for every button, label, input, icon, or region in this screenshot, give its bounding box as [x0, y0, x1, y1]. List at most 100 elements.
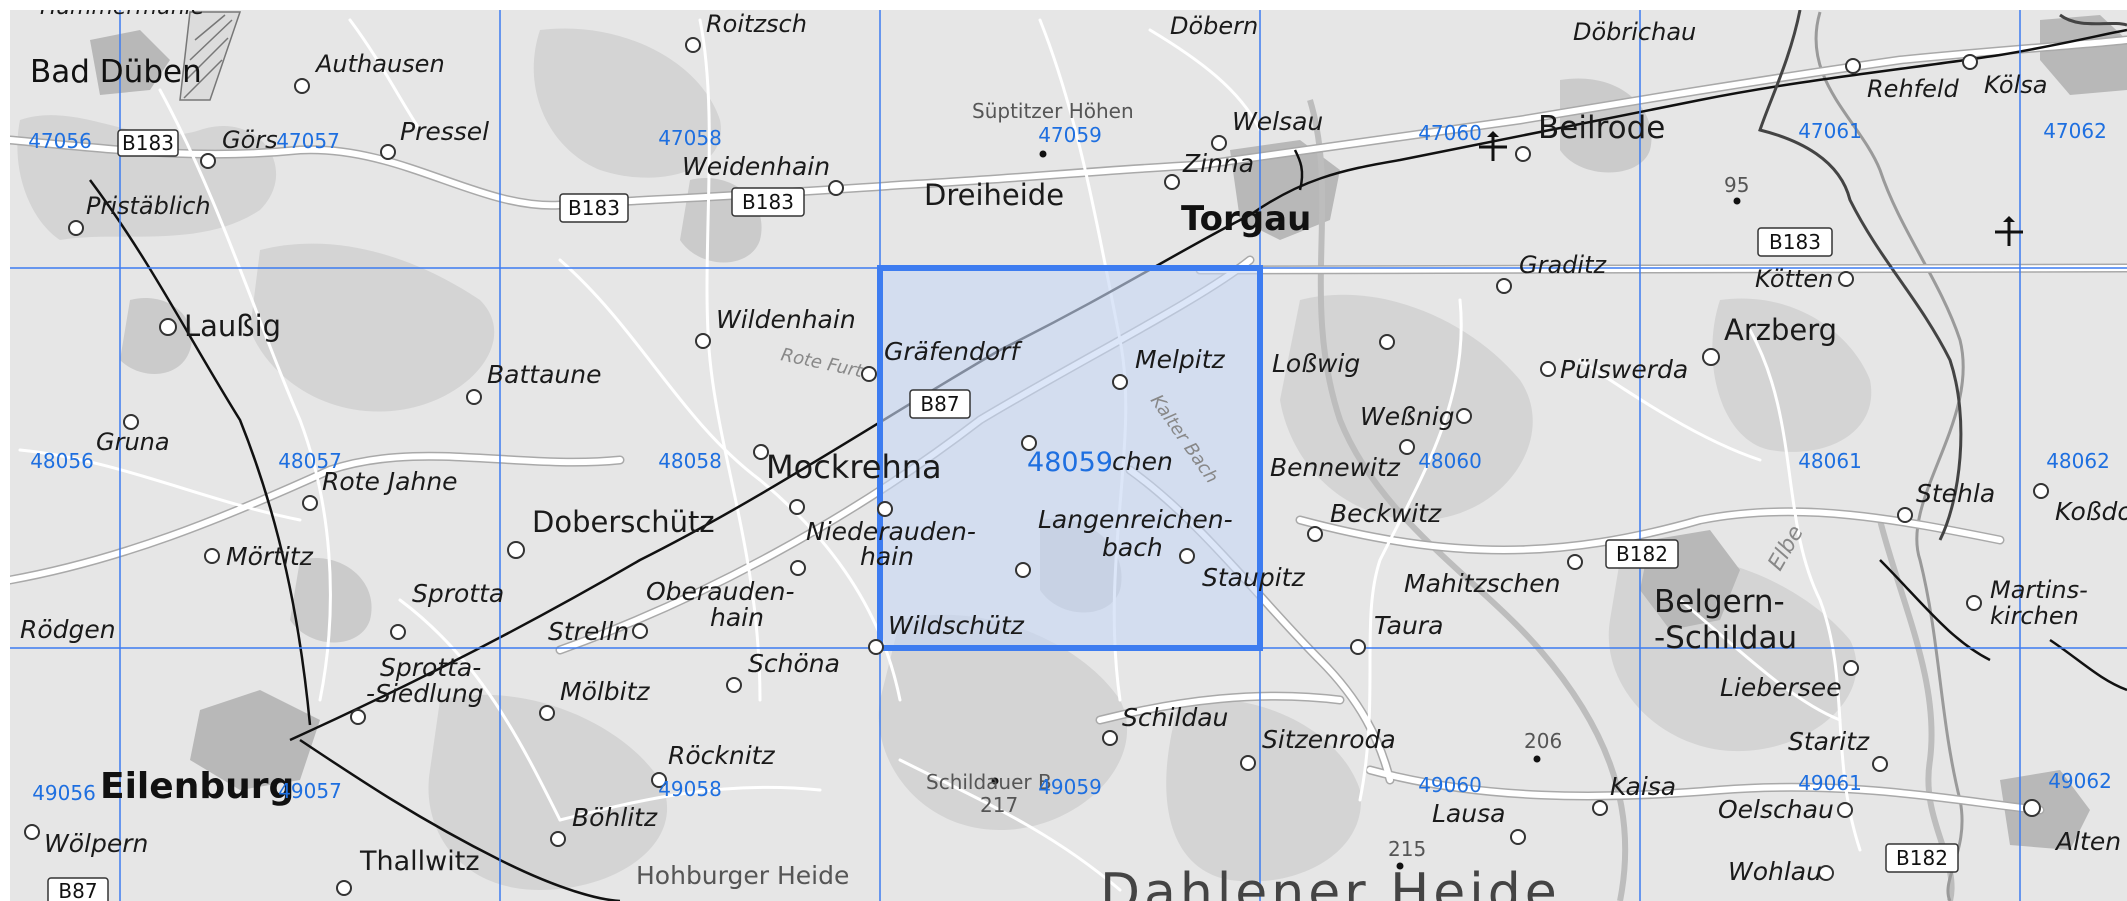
svg-text:-Schildau: -Schildau	[1654, 620, 1797, 656]
grid-label: 49061	[1798, 771, 1862, 795]
grid-label: 49062	[2048, 769, 2112, 793]
selected-grid-cell[interactable]	[877, 265, 1263, 651]
svg-text:Staritz: Staritz	[1788, 727, 1870, 756]
road-shield-b182: B182	[1885, 843, 1959, 873]
road-shields: B183 B183 B183 B183 B87 B87 B182 B182	[47, 129, 1959, 901]
svg-text:Kölsa: Kölsa	[1984, 71, 2047, 99]
svg-text:Thallwitz: Thallwitz	[359, 846, 480, 877]
svg-text:215: 215	[1388, 837, 1426, 861]
svg-text:Pristäblich: Pristäblich	[86, 192, 211, 220]
grid-label: 48060	[1418, 449, 1482, 473]
svg-text:Koßdo: Koßdo	[2055, 497, 2127, 526]
grid-label: 47057	[276, 129, 340, 153]
svg-text:206: 206	[1524, 729, 1562, 753]
svg-text:Mörtitz: Mörtitz	[226, 542, 314, 571]
svg-text:B183: B183	[568, 196, 620, 220]
grid-label: 48057	[278, 449, 342, 473]
map-frame-top	[0, 0, 2127, 10]
svg-text:bach: bach	[1102, 533, 1163, 562]
svg-text:Rödgen: Rödgen	[20, 615, 116, 644]
svg-text:Staupitz: Staupitz	[1202, 563, 1305, 592]
svg-text:Mahitzschen: Mahitzschen	[1404, 569, 1560, 598]
svg-text:Wildenhain: Wildenhain	[716, 305, 856, 334]
elevation-points	[991, 150, 1741, 870]
svg-text:Schildau: Schildau	[1122, 703, 1228, 732]
svg-text:Schildauer B: Schildauer B	[926, 770, 1052, 794]
svg-text:217: 217	[980, 793, 1018, 817]
svg-text:Wölpern: Wölpern	[44, 829, 148, 858]
svg-text:Dreiheide: Dreiheide	[924, 178, 1064, 212]
svg-text:Böhlitz: Böhlitz	[572, 803, 658, 832]
grid-label: 49057	[278, 779, 342, 803]
svg-text:Süptitzer Höhen: Süptitzer Höhen	[972, 99, 1134, 123]
grid-label: 47061	[1798, 119, 1862, 143]
airplane-icon	[1479, 131, 1507, 161]
svg-text:Loßwig: Loßwig	[1272, 349, 1360, 378]
road-shield-b183: B183	[731, 187, 805, 217]
road-shield-b183: B183	[117, 129, 179, 157]
grid-label-selected: 48059	[1027, 447, 1113, 478]
svg-text:Langenreichen-: Langenreichen-	[1038, 505, 1233, 534]
svg-text:Oberauden-: Oberauden-	[646, 577, 795, 606]
svg-text:95: 95	[1724, 173, 1749, 197]
road-shield-b183: B183	[1757, 227, 1833, 257]
svg-text:Stehla: Stehla	[1916, 479, 1995, 508]
svg-text:B87: B87	[920, 392, 959, 416]
svg-text:B183: B183	[1769, 230, 1821, 254]
svg-text:Welsau: Welsau	[1232, 107, 1323, 136]
svg-text:Pressel: Pressel	[400, 117, 489, 146]
svg-text:Mölbitz: Mölbitz	[560, 677, 650, 706]
svg-text:kirchen: kirchen	[1990, 602, 2079, 630]
svg-text:Beilrode: Beilrode	[1538, 110, 1665, 146]
grid-label: 49056	[32, 781, 96, 805]
grid-lines	[10, 10, 2127, 901]
svg-text:Wohlau: Wohlau	[1728, 857, 1822, 886]
road-shield-b87: B87	[47, 877, 109, 901]
svg-text:Dahlener Heide: Dahlener Heide	[1100, 863, 1561, 901]
svg-text:Battaune: Battaune	[487, 360, 601, 389]
svg-text:Martins-: Martins-	[1990, 576, 2088, 604]
svg-text:Hohburger Heide: Hohburger Heide	[636, 861, 849, 890]
svg-text:B183: B183	[122, 131, 174, 155]
svg-text:Schöna: Schöna	[748, 649, 840, 678]
svg-text:Roitzsch: Roitzsch	[706, 10, 807, 38]
svg-text:Mockrehna: Mockrehna	[766, 448, 942, 486]
svg-text:Doberschütz: Doberschütz	[532, 505, 715, 539]
grid-labels: 47056 47057 47058 47059 47060 47061 4706…	[28, 119, 2112, 805]
svg-text:Taura: Taura	[1374, 611, 1443, 640]
svg-text:Torgau: Torgau	[1181, 199, 1311, 239]
svg-text:Arzberg: Arzberg	[1724, 313, 1837, 347]
grid-label: 48058	[658, 449, 722, 473]
svg-text:Rote Jahne: Rote Jahne	[322, 467, 458, 496]
grid-label: 47062	[2043, 119, 2107, 143]
svg-text:B183: B183	[742, 190, 794, 214]
svg-text:Belgern-: Belgern-	[1654, 584, 1785, 620]
svg-text:Oelschau: Oelschau	[1718, 795, 1834, 824]
grid-label: 47056	[28, 129, 92, 153]
svg-text:Kaisa: Kaisa	[1610, 772, 1676, 801]
svg-text:Sitzenroda: Sitzenroda	[1262, 725, 1396, 754]
svg-text:B182: B182	[1616, 542, 1668, 566]
svg-text:Graditz: Graditz	[1519, 251, 1607, 279]
svg-text:Görs: Görs	[222, 126, 278, 154]
svg-text:Rehfeld: Rehfeld	[1867, 75, 1960, 103]
road-shield-b182: B182	[1605, 539, 1679, 569]
grid-label: 47059	[1038, 123, 1102, 147]
svg-text:Zinna: Zinna	[1182, 149, 1254, 178]
svg-text:Döbrichau: Döbrichau	[1573, 18, 1696, 46]
road-shield-b183: B183	[559, 193, 629, 223]
svg-text:B87: B87	[58, 879, 97, 901]
svg-text:Bennewitz: Bennewitz	[1270, 453, 1401, 482]
grid-label: 48056	[30, 449, 94, 473]
svg-text:Sprotta-: Sprotta-	[380, 653, 481, 682]
svg-text:Beckwitz: Beckwitz	[1330, 499, 1442, 528]
settlement-markers	[24, 37, 2049, 896]
svg-text:Kötten: Kötten	[1755, 265, 1833, 293]
svg-text:Wildschütz: Wildschütz	[888, 611, 1025, 640]
svg-text:Strelln: Strelln	[548, 617, 629, 646]
road-shield-b87: B87	[909, 389, 971, 419]
svg-text:Gräfendorf: Gräfendorf	[884, 337, 1022, 366]
grid-label: 49060	[1418, 773, 1482, 797]
